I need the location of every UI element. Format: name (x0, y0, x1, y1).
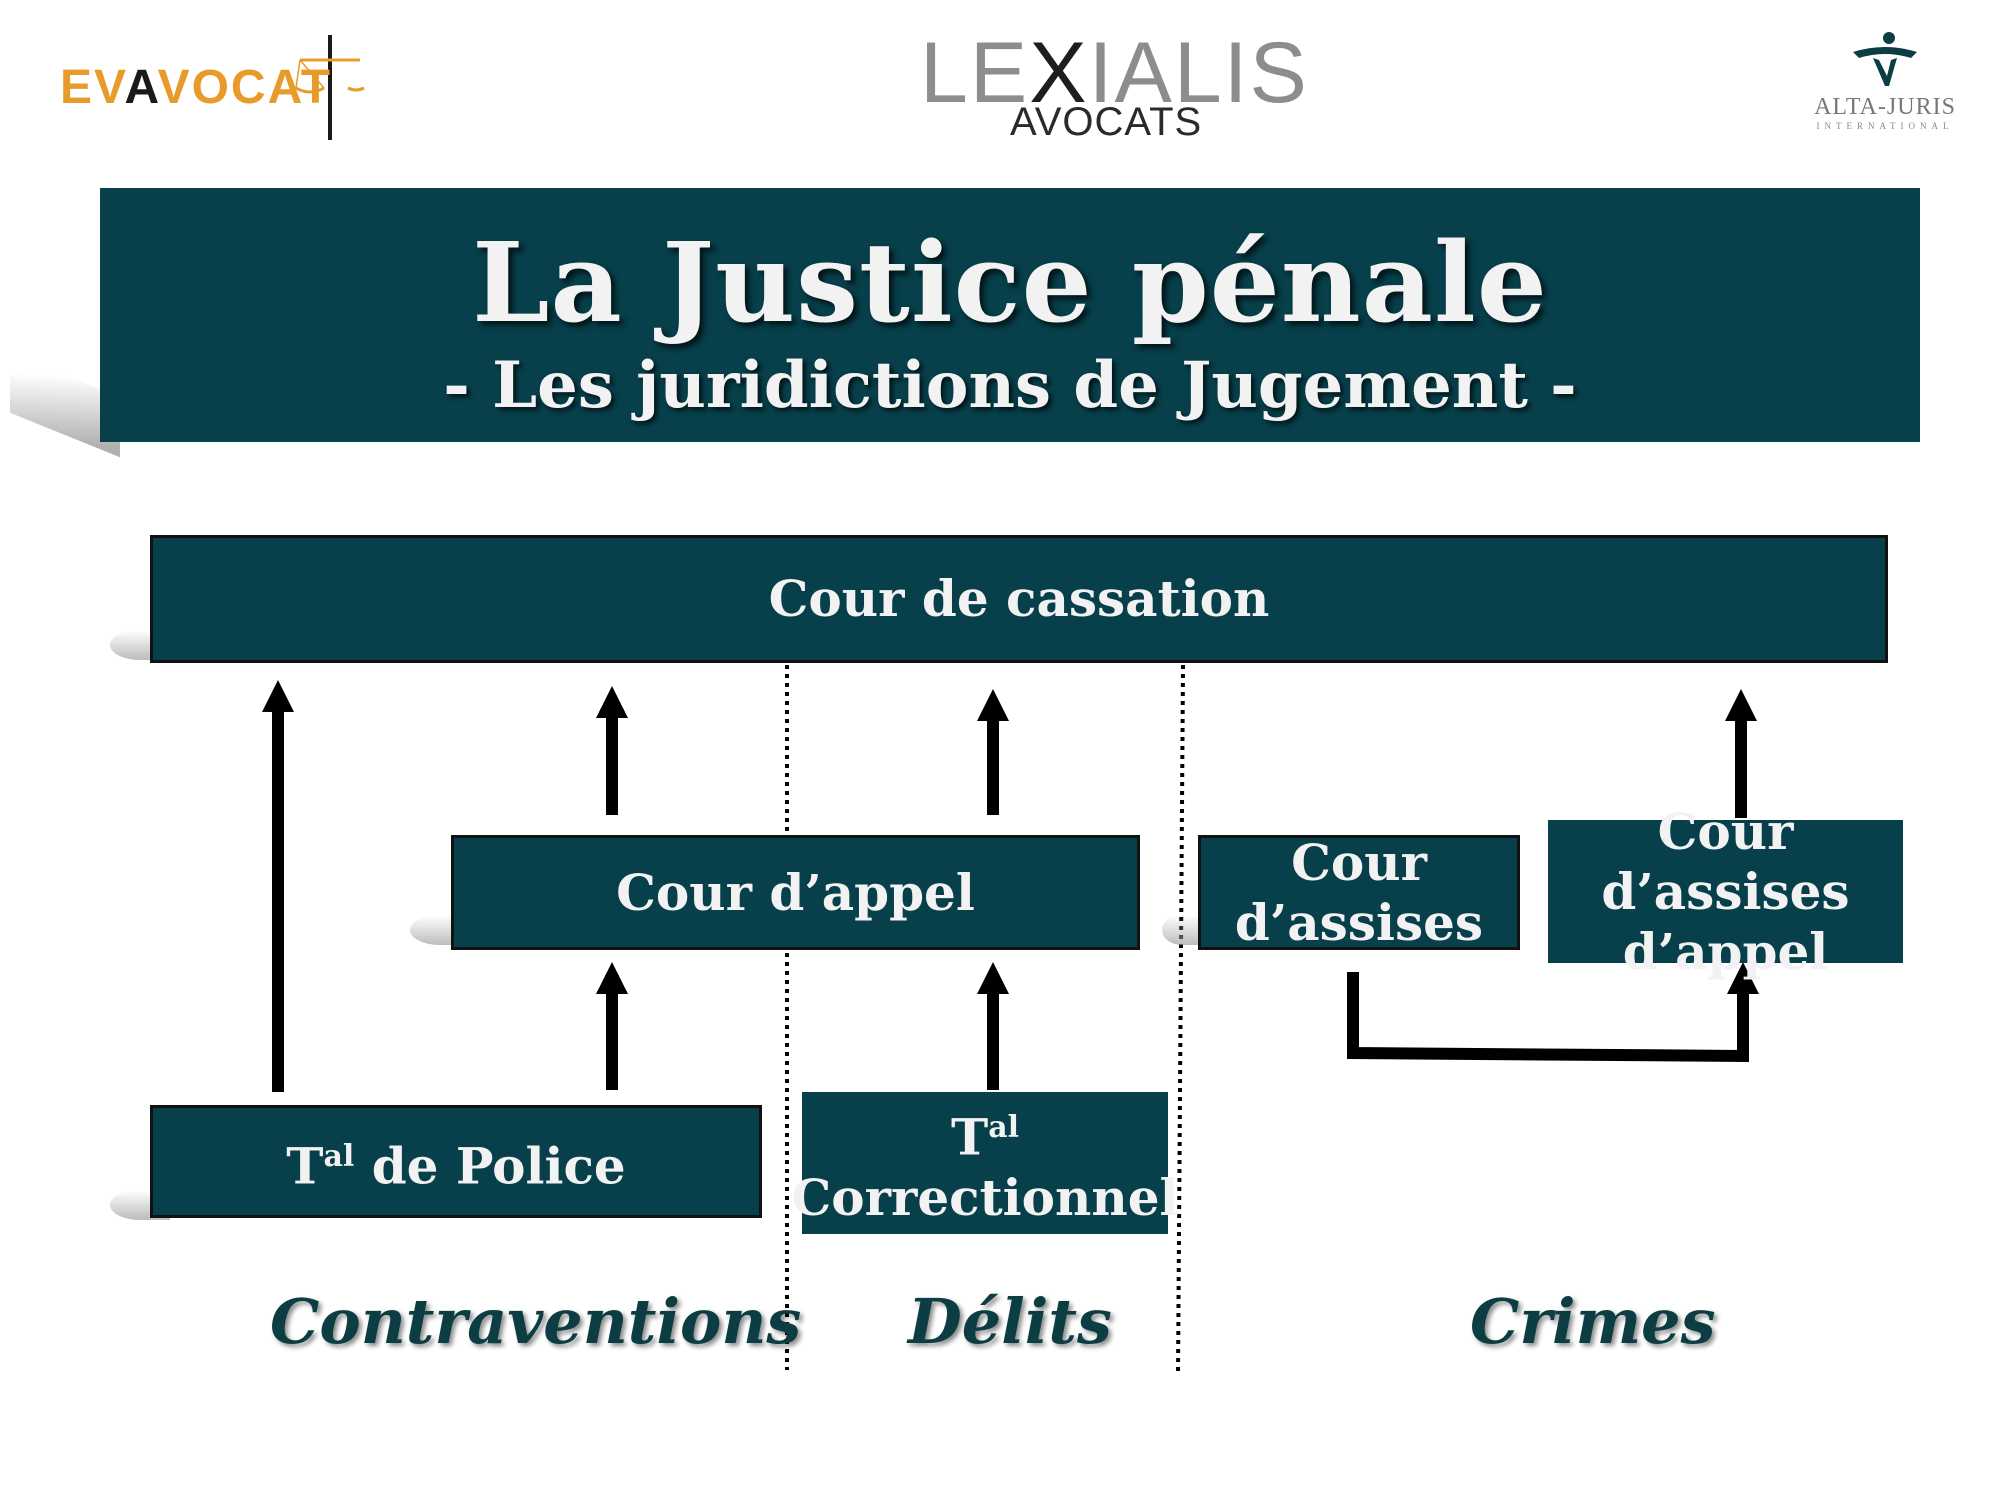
arrow-police-to-cassation (262, 680, 294, 1092)
assises-box-shadow (1162, 915, 1202, 945)
cour-d-assises-box: Cour d’assises (1198, 832, 1520, 952)
tribunal-de-police-box: Tal de Police (150, 1105, 762, 1218)
arrow-assises-appel-to-cassation (1725, 689, 1757, 818)
arrow-correctionnel-to-appel (977, 962, 1009, 1090)
category-crimes: Crimes (1470, 1285, 1716, 1358)
alta-juris-name: ALTA-JURIS (1814, 94, 1956, 120)
separator-delits-crimes (1176, 664, 1185, 1376)
cour-d-assises-label: Cour d’assises (1234, 832, 1484, 952)
lexialis-logo-text: LEXIALIS (920, 25, 1309, 121)
eva-avocat-logo: EVAVOCAT (60, 30, 380, 150)
alta-juris-logo: ALTA-JURIS INTERNATIONAL (1800, 30, 1970, 140)
category-contraventions: Contraventions (270, 1285, 802, 1358)
category-delits: Délits (908, 1285, 1112, 1358)
alta-juris-figure-icon (1853, 32, 1917, 86)
tribunal-de-police-label: Tal de Police (286, 1136, 626, 1196)
arrow-appel-to-cassation-right (977, 689, 1009, 815)
alta-juris-subtitle: INTERNATIONAL (1816, 121, 1954, 131)
page-title: La Justice pénale (472, 218, 1548, 347)
eva-logo-text: EVAVOCAT (60, 61, 333, 114)
page-subtitle: - Les juridictions de Jugement - (443, 348, 1577, 423)
lexialis-logo-subtext: AVOCATS (1010, 100, 1203, 144)
arrow-appel-to-cassation-left (596, 686, 628, 815)
arrow-assises-to-assises-appel (1347, 962, 1759, 1063)
arrow-police-to-appel (596, 962, 628, 1090)
cour-d-appel-label: Cour d’appel (616, 862, 975, 922)
title-banner: La Justice pénale - Les juridictions de … (100, 188, 1920, 442)
cour-de-cassation-label: Cour de cassation (768, 569, 1270, 628)
lexialis-logo: LEXIALIS AVOCATS (920, 25, 1309, 150)
scales-of-justice-icon (295, 35, 365, 140)
cour-d-appel-box: Cour d’appel (451, 835, 1140, 950)
cour-de-cassation-box: Cour de cassation (150, 535, 1888, 663)
